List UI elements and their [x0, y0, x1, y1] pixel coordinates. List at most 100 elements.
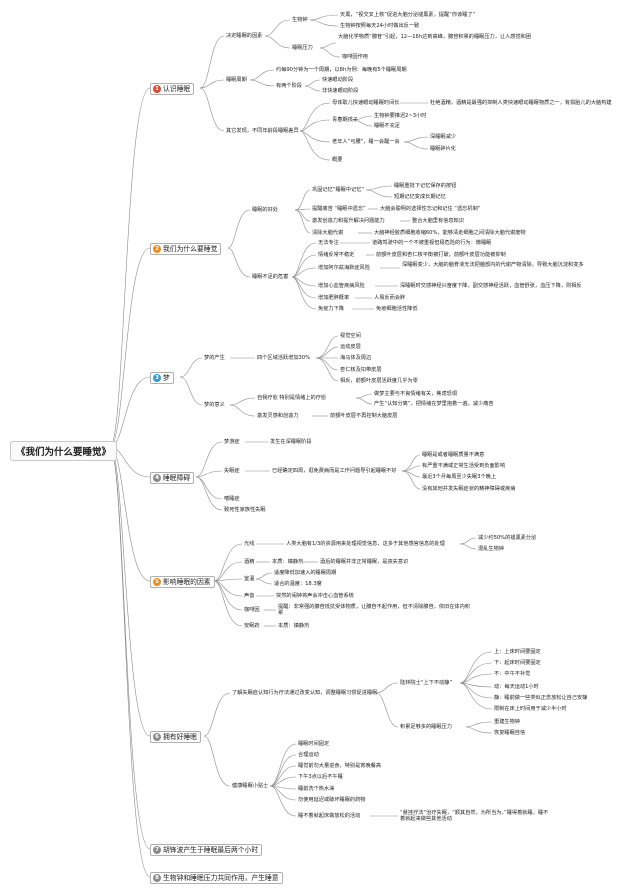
node[interactable]: 下午3点以后不午睡 [298, 774, 343, 780]
node[interactable]: 减少约50%的褪黑素分泌 [478, 535, 537, 541]
node[interactable]: 约每90分钟为一个周期，以8h为例：每晚有5个睡眠周期 [276, 67, 407, 73]
node[interactable]: 睡眠不足的危害 [252, 274, 289, 280]
node[interactable]: 相反，前额叶皮层活跃度几乎为零 [340, 378, 418, 384]
node[interactable]: 睡眠是或者睡眠质量不满意 [422, 452, 485, 458]
node[interactable]: 嗜睡症 [224, 496, 240, 502]
node[interactable]: 安眠药 [244, 623, 260, 629]
node[interactable]: 致死性家族性失眠 [224, 507, 266, 513]
node[interactable]: 激发灵感和创造力 [257, 413, 299, 419]
node[interactable]: 天黑，“视交叉上核”促进大脑分泌褪黑素，提醒“你该睡了” [340, 12, 476, 18]
node[interactable]: 杏仁核及扣带皮层 [340, 367, 382, 373]
node[interactable]: 发生在深睡眠阶段 [270, 439, 312, 445]
node[interactable]: 生物钟 [292, 17, 308, 23]
node[interactable]: 人易反而会胖 [374, 295, 406, 301]
node[interactable]: 生物钟按照每天24小时做出反一致 [340, 23, 420, 29]
node[interactable]: 睡眠的好处 [252, 207, 278, 213]
node[interactable]: 健康睡眠小贴士 [232, 783, 269, 789]
node[interactable]: 激发创造力和提升解决问题能力 [312, 218, 385, 224]
node[interactable]: 梦的意义 [204, 402, 225, 408]
node[interactable]: 酒后的睡眠并非正常睡眠，是丧失意识 [320, 559, 409, 565]
node[interactable]: 咖啡因作用 [342, 54, 368, 60]
node[interactable]: 青春期孩子 [332, 117, 358, 123]
node[interactable]: “悬挂疗法”治疗失眠，“顺其自然，为所当为，”睡得着就睡，睡不着就起来做些其他活… [400, 810, 549, 823]
node[interactable]: 睡眠碎片化 [430, 146, 456, 152]
node[interactable]: 睡觉前勿大量进食，特别是宵晚餐高 [298, 763, 382, 769]
node[interactable]: 酒精 [244, 559, 255, 565]
node[interactable]: 限制在床上时间用于减少半小时 [494, 706, 567, 712]
node[interactable]: 生物钟要推迟2~3小时 [374, 113, 427, 119]
root-topic[interactable]: 《我们为什么要睡觉》 [10, 441, 118, 461]
node[interactable]: 增加心血管疾病风险 [318, 283, 365, 289]
node[interactable]: 非快速眼动阶段 [322, 88, 359, 94]
node[interactable]: 深睡眠减少 [430, 134, 456, 140]
node[interactable]: 产生“认知分离”，把情绪在梦里抱着一遍，减少痛苦 [374, 401, 494, 407]
node[interactable]: 混乱生物钟 [478, 546, 504, 552]
node[interactable]: 有严重不满或正常生活受到负面影响 [422, 463, 506, 469]
node[interactable]: 睡不着就起床做放松的活动 [298, 813, 361, 819]
node[interactable]: 梦的产生 [204, 355, 225, 361]
node[interactable]: 大脑神经胶质细胞收缩60%，能够清走细胞之间清除大脑代谢废物 [374, 230, 526, 236]
node[interactable]: 动：每天运动1小时 [494, 684, 539, 690]
node[interactable]: 勿使用延迟或破坏睡眠的药物 [298, 797, 366, 803]
node[interactable]: 本质：镇静剂 [278, 623, 310, 629]
node[interactable]: 大脑会聪明的选择性忘记和记住 “遗忘机制” [380, 206, 481, 212]
node[interactable]: 概要 [332, 157, 343, 163]
node[interactable]: 短期记忆变成长期记忆 [394, 194, 446, 200]
node[interactable]: 深睡眠变少，大脑的脑脊液无法把脑部内的代谢产物清除，导致大脑沉淀和变多 [402, 262, 584, 268]
node[interactable]: 室温 [244, 576, 255, 582]
node[interactable]: 本质：镇静剂 [272, 559, 304, 565]
node[interactable]: 其它发现，不同年龄段睡眠差异 [226, 128, 299, 134]
node[interactable]: 没有其他并发失眠症状的精神障碍或疾病 [422, 486, 516, 492]
node[interactable]: 了解失眠症认知行为疗法通过改变认知，调整睡眠习惯促进睡眠 [232, 690, 378, 696]
node[interactable]: 人类大脑有1/3的资源用来处理视觉信息，这多于其他感官信息的处理 [286, 541, 445, 547]
node[interactable]: 快速眼动阶段 [322, 77, 354, 83]
node[interactable]: 上：上床时间要固定 [494, 649, 541, 655]
node[interactable]: 巩固记忆“睡眠中记忆” [312, 187, 365, 193]
node[interactable]: 静：睡前做一些类似正念放松让自己安静 [494, 695, 588, 701]
node[interactable]: 最近3个月每周至少失眠3个晚上 [422, 474, 497, 480]
node[interactable]: 母体取儿快速眼动睡眠时间长 [332, 100, 400, 106]
node[interactable]: 失眠症 [224, 468, 240, 474]
node[interactable]: 增加阿尔兹海默症风险 [318, 265, 370, 271]
node[interactable]: 咖啡因 [244, 607, 260, 613]
node[interactable]: 自我疗愈 特别是情绪上的疗愈 [257, 395, 327, 401]
node[interactable]: 运动皮层 [340, 344, 361, 350]
node[interactable]: 积累足够多的睡眠压力 [400, 724, 452, 730]
node[interactable]: 恢复睡眠自信 [494, 730, 526, 736]
node[interactable]: 免疫力下降 [318, 306, 344, 312]
node[interactable]: 海马体及周边 [340, 355, 372, 361]
node[interactable]: 无法专注 [318, 240, 339, 246]
node[interactable]: 声音 [244, 593, 255, 599]
node[interactable]: 提醒：非常强的腺苷抵抗受体物质，让腺苷不起作用，但不清除腺苷，依旧在体内积累 [278, 604, 470, 617]
node[interactable]: 清除大脑代谢 [312, 230, 344, 236]
node[interactable]: 光线 [244, 541, 255, 547]
node[interactable]: 道路驾驶中的一个不被重视但极危险的行为：微睡眠 [372, 240, 492, 246]
node[interactable]: 突然的闹钟将声会冲击心血管系统 [276, 593, 354, 599]
node[interactable]: 四个区域活跃增加30% [257, 355, 311, 361]
node[interactable]: 睡眠重抵下记忆保存的按钮 [394, 183, 457, 189]
node[interactable]: 前额叶皮层和杏仁核平衡被打破，前额叶皮层功能被抑制 [376, 252, 506, 258]
node[interactable]: 下：起床时间要固定 [494, 660, 541, 666]
node[interactable]: 整合大脑里有信息知识 [412, 218, 464, 224]
node[interactable]: 重建生物钟 [494, 719, 520, 725]
node[interactable]: 睡眠周期 [226, 77, 247, 83]
node[interactable]: 梦游症 [224, 439, 240, 445]
node[interactable]: 不：中午不补觉 [494, 671, 531, 677]
node[interactable]: 视觉空间 [340, 333, 361, 339]
node[interactable]: 睡眠不充足 [374, 123, 400, 129]
node[interactable]: 提醒痛苦 “睡眠中遗忘” [312, 206, 366, 212]
node[interactable]: 合理运动 [298, 752, 319, 758]
node[interactable]: 已经确定四周，逛免费病而是工作问题导引起睡眠不好 [272, 468, 397, 474]
node[interactable]: 增加肥胖概率 [318, 295, 350, 301]
node[interactable]: 免疫细胞活性降低 [376, 306, 418, 312]
node[interactable]: 深睡眠时交感神经兴奋度下降，副交感神经活跃，血管舒张，血压下降，则相反 [400, 283, 582, 289]
node[interactable]: 适合的温度：18.3度 [274, 581, 322, 587]
node[interactable]: 睡眠时间固定 [298, 741, 330, 747]
node[interactable]: 决定睡眠的因素 [226, 33, 263, 39]
